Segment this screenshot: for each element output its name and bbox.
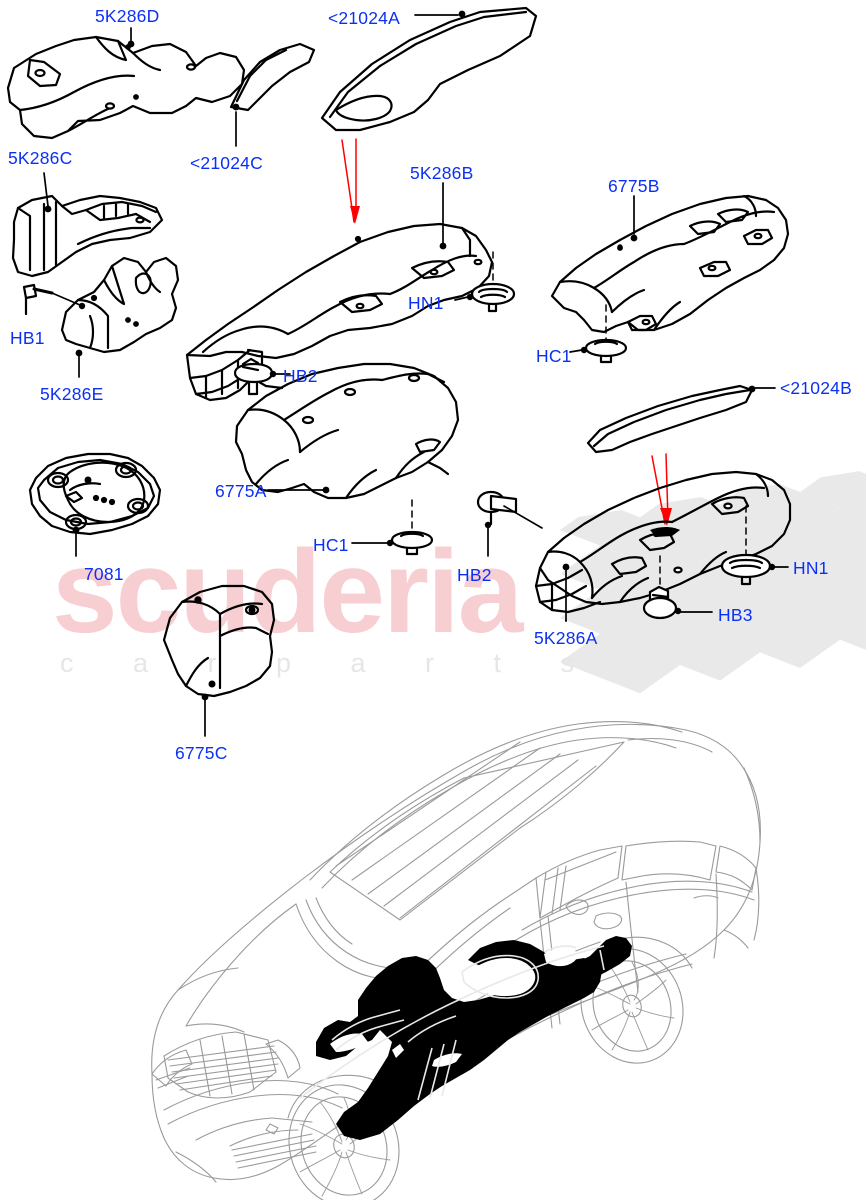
part-6775C	[162, 584, 276, 698]
part-HB2-bolt-upper	[233, 357, 274, 396]
callout-6775C: 6775C	[175, 743, 228, 763]
leader-5K286D	[127, 27, 135, 48]
leader-HC1-centre	[351, 539, 394, 547]
watermark-carparts: c a r p a r t s	[60, 648, 601, 678]
callout-21024A: <21024A	[328, 8, 400, 28]
leader-HN1-right	[768, 563, 789, 571]
leader-HB3	[674, 607, 713, 615]
callout-HB1: HB1	[10, 328, 45, 348]
part-21024B	[586, 384, 754, 454]
assembly-arrow-21024B	[651, 453, 672, 526]
part-5K286A	[534, 470, 792, 614]
leader-5K286B	[439, 182, 447, 250]
leader-21024B	[748, 385, 776, 393]
callout-5K286C: 5K286C	[8, 148, 73, 168]
watermark-scuderia: scuderia	[52, 526, 523, 658]
callout-HC1-right: HC1	[536, 346, 572, 366]
part-6775B	[550, 194, 790, 334]
part-21024C	[229, 42, 316, 112]
part-HC1-clip-right	[584, 304, 628, 364]
callout-5K286B: 5K286B	[410, 163, 474, 183]
leader-6775B	[630, 195, 638, 242]
callout-5K286E: 5K286E	[40, 384, 104, 404]
leader-5K286A	[562, 563, 570, 622]
leader-21024C	[232, 103, 240, 147]
part-5K286C	[11, 194, 164, 278]
callout-6775B: 6775B	[608, 176, 660, 196]
leader-5K286E	[75, 349, 83, 378]
callout-HN1-right: HN1	[793, 558, 829, 578]
leader-6775C	[201, 693, 209, 737]
leader-HN1-upper	[454, 293, 474, 301]
callout-5K286D: 5K286D	[95, 6, 160, 26]
part-5K286D	[6, 35, 246, 140]
callout-HC1-centre: HC1	[313, 535, 349, 555]
callout-6775A: 6775A	[215, 481, 267, 501]
leader-HB2-upper	[269, 370, 291, 378]
callout-7081: 7081	[84, 564, 124, 584]
part-HB3-bolt	[642, 555, 678, 620]
part-21024A	[320, 6, 538, 132]
part-HN1-nut-upper	[470, 251, 516, 313]
leader-5K286C	[43, 172, 52, 213]
callout-21024B: <21024B	[780, 378, 852, 398]
highlighted-region	[316, 936, 632, 1140]
part-7081	[28, 452, 162, 536]
callout-HB2-upper: HB2	[283, 366, 318, 386]
assembly-arrow-21024A	[341, 138, 360, 224]
part-HB2-bolt-right	[476, 490, 543, 529]
part-5K286E	[60, 256, 180, 354]
leader-6775A	[267, 486, 330, 494]
callout-HB3: HB3	[718, 605, 753, 625]
leader-7081	[72, 526, 80, 557]
leader-21024A	[414, 10, 466, 18]
part-HC1-clip-centre	[390, 499, 434, 556]
callout-5K286A: 5K286A	[534, 628, 598, 648]
callout-21024C: <21024C	[190, 153, 263, 173]
callout-HN1-upper: HN1	[408, 293, 444, 313]
part-6775A	[234, 362, 460, 500]
leader-HC1-right	[569, 346, 588, 354]
part-HB1-bolt	[22, 283, 81, 316]
leader-HB1	[78, 302, 86, 310]
callout-HB2-right: HB2	[457, 565, 492, 585]
leader-HB2-right	[484, 521, 492, 557]
